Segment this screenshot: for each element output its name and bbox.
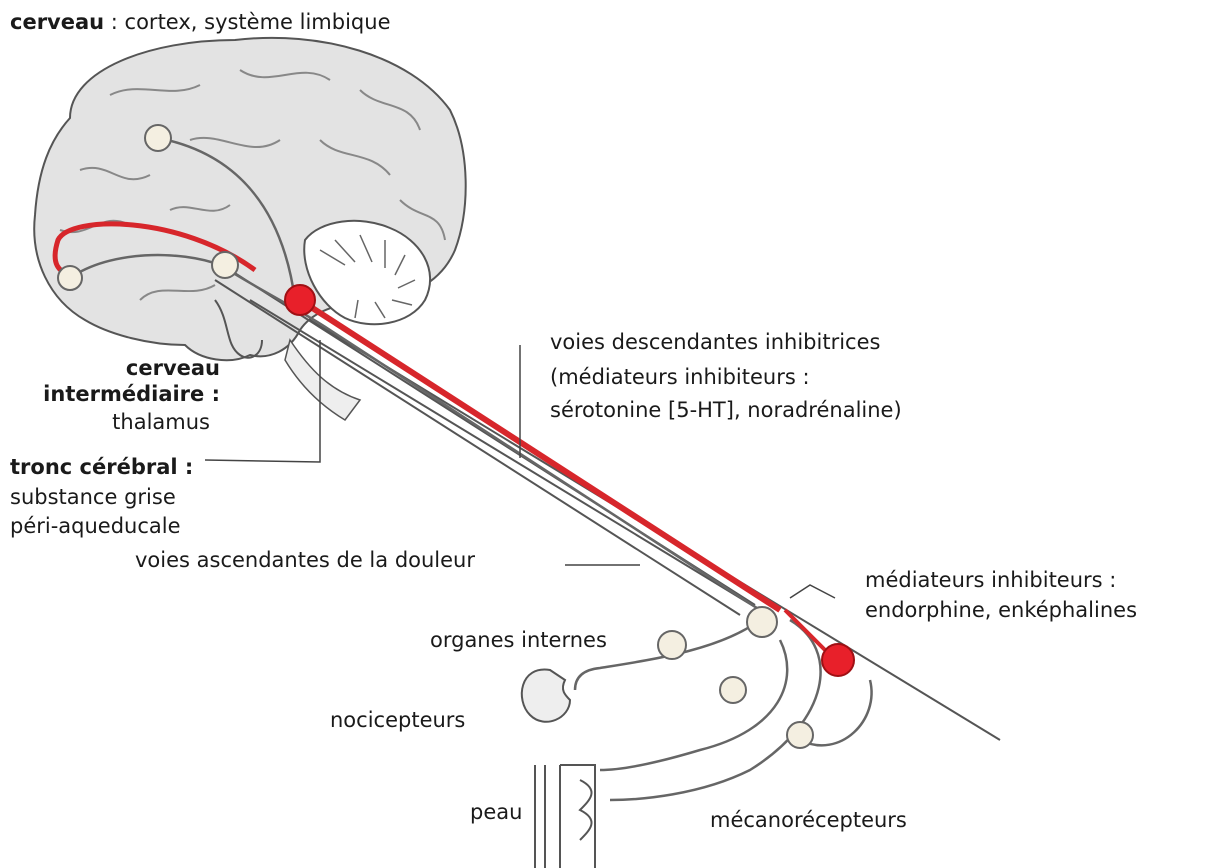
- kidney-icon: [522, 670, 570, 722]
- brain-bold-text: cerveau: [10, 10, 104, 34]
- label-brainstem-1: tronc cérébral :: [10, 455, 193, 480]
- label-mechanoreceptors: mécanorécepteurs: [710, 808, 907, 833]
- nociceptor-neuron: [720, 677, 746, 703]
- label-mediators-2: endorphine, enképhalines: [865, 598, 1137, 623]
- limbic-neuron: [58, 266, 82, 290]
- label-ascending: voies ascendantes de la douleur: [135, 548, 475, 573]
- label-brainstem-3: péri-aqueducale: [10, 514, 181, 539]
- label-nociceptors: nocicepteurs: [330, 708, 465, 733]
- label-interbrain-3: thalamus: [10, 410, 210, 435]
- cortex-neuron: [145, 125, 171, 151]
- label-internal-organs: organes internes: [430, 628, 607, 653]
- label-skin: peau: [470, 800, 522, 825]
- label-descending-1: voies descendantes inhibitrices: [550, 330, 880, 355]
- label-interbrain-1: cerveau: [10, 356, 220, 381]
- label-descending-3: sérotonine [5-HT], noradrénaline): [550, 398, 902, 423]
- organ-neuron: [658, 631, 686, 659]
- label-brain: cerveau : cortex, système limbique: [10, 10, 391, 35]
- brain-rest-text: : cortex, système limbique: [104, 10, 390, 34]
- thalamus-neuron: [212, 252, 238, 278]
- label-interbrain-2: intermédiaire :: [10, 382, 220, 407]
- mechanoreceptor-neuron: [787, 722, 813, 748]
- skin-illustration: [535, 765, 595, 868]
- spinal-neuron: [747, 607, 777, 637]
- label-descending-2: (médiateurs inhibiteurs :: [550, 365, 810, 390]
- pag-inhibitory-neuron: [285, 285, 315, 315]
- spinal-inhibitory-neuron: [822, 644, 854, 676]
- label-mediators-1: médiateurs inhibiteurs :: [865, 568, 1116, 593]
- label-brainstem-2: substance grise: [10, 485, 176, 510]
